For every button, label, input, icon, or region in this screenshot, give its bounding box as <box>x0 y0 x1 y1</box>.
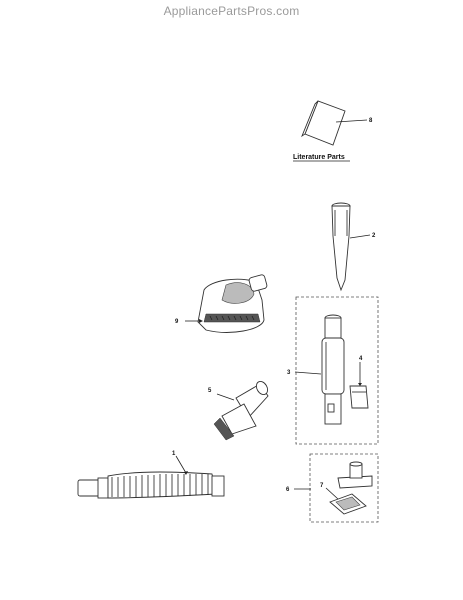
part-9-turbo-brush[interactable]: 9 <box>175 274 268 333</box>
part-2-crevice-tool[interactable]: 2 <box>331 202 376 292</box>
part-3-group-box <box>295 296 379 445</box>
part-6-upholstery-tool[interactable]: 6 <box>286 461 373 493</box>
part-3-extension-wand[interactable]: 3 <box>287 314 345 425</box>
literature-parts-label: Literature Parts <box>293 154 345 161</box>
callout-8: 8 <box>369 118 373 124</box>
callout-7: 7 <box>320 483 324 489</box>
callout-1: 1 <box>172 451 176 457</box>
literature-parts-label-group: Literature Parts <box>293 154 350 162</box>
callout-6: 6 <box>286 487 290 493</box>
part-1-hose[interactable]: 1 <box>77 451 225 499</box>
watermark-logo: AppliancePartsPros.com <box>163 4 300 18</box>
part-8-literature-booklet[interactable]: 8 <box>301 100 373 146</box>
part-7-upholstery-insert[interactable]: 7 <box>320 483 367 515</box>
callout-2: 2 <box>372 233 376 239</box>
callout-3: 3 <box>287 370 291 376</box>
callout-9: 9 <box>175 319 179 325</box>
callout-4: 4 <box>359 356 363 362</box>
part-5-dusting-brush[interactable]: 5 <box>208 379 270 441</box>
part-4-clip[interactable]: 4 <box>349 356 369 409</box>
part-6-group-box <box>309 453 379 523</box>
callout-5: 5 <box>208 388 212 394</box>
